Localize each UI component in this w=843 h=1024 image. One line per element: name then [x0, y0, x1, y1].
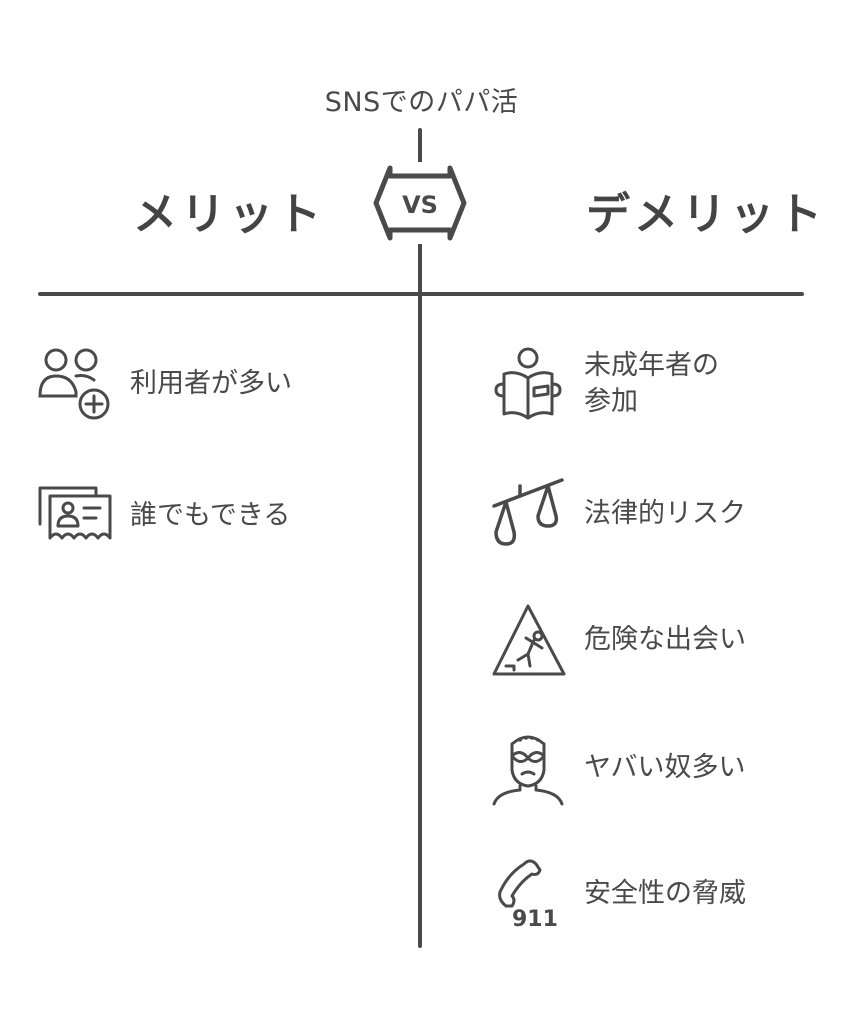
horizontal-divider	[38, 292, 804, 296]
id-cards-icon	[36, 478, 112, 554]
demerit-item-legal-risk: 法律的リスク	[490, 476, 746, 552]
scales-icon	[490, 476, 566, 552]
svg-text:911: 911	[512, 907, 558, 932]
svg-text:VS: VS	[402, 191, 438, 219]
demerit-label: 未成年者の 参加	[584, 350, 719, 417]
users-add-icon	[36, 346, 112, 422]
merit-label: 利用者が多い	[130, 368, 292, 399]
merits-heading: メリット	[133, 189, 325, 240]
masked-person-icon	[490, 730, 566, 806]
vs-hexagon-icon: VS	[370, 162, 470, 244]
merit-item-many-users: 利用者が多い	[36, 346, 292, 422]
phone-911-icon: 911	[490, 856, 566, 932]
demerit-item-safety-threat: 911 安全性の脅威	[490, 856, 746, 932]
merit-item-anyone-can: 誰でもできる	[36, 478, 290, 554]
demerit-item-minors: 未成年者の 参加	[490, 346, 719, 422]
demerit-item-dangerous-encounters: 危険な出会い	[490, 602, 746, 678]
diagram-title: SNSでのパパ活	[324, 87, 519, 118]
demerit-label: 危険な出会い	[584, 624, 746, 655]
demerit-item-weird-people: ヤバい奴多い	[490, 730, 745, 806]
demerit-label: 安全性の脅威	[584, 878, 746, 909]
vs-badge: VS	[370, 162, 470, 244]
slip-warning-icon	[490, 602, 566, 678]
merit-label: 誰でもできる	[130, 500, 291, 531]
demerit-label: ヤバい奴多い	[584, 752, 746, 783]
person-reading-icon	[490, 346, 566, 422]
demerit-label: 法律的リスク	[584, 498, 746, 529]
demerits-heading: デメリット	[586, 189, 826, 240]
vertical-divider	[418, 128, 422, 948]
